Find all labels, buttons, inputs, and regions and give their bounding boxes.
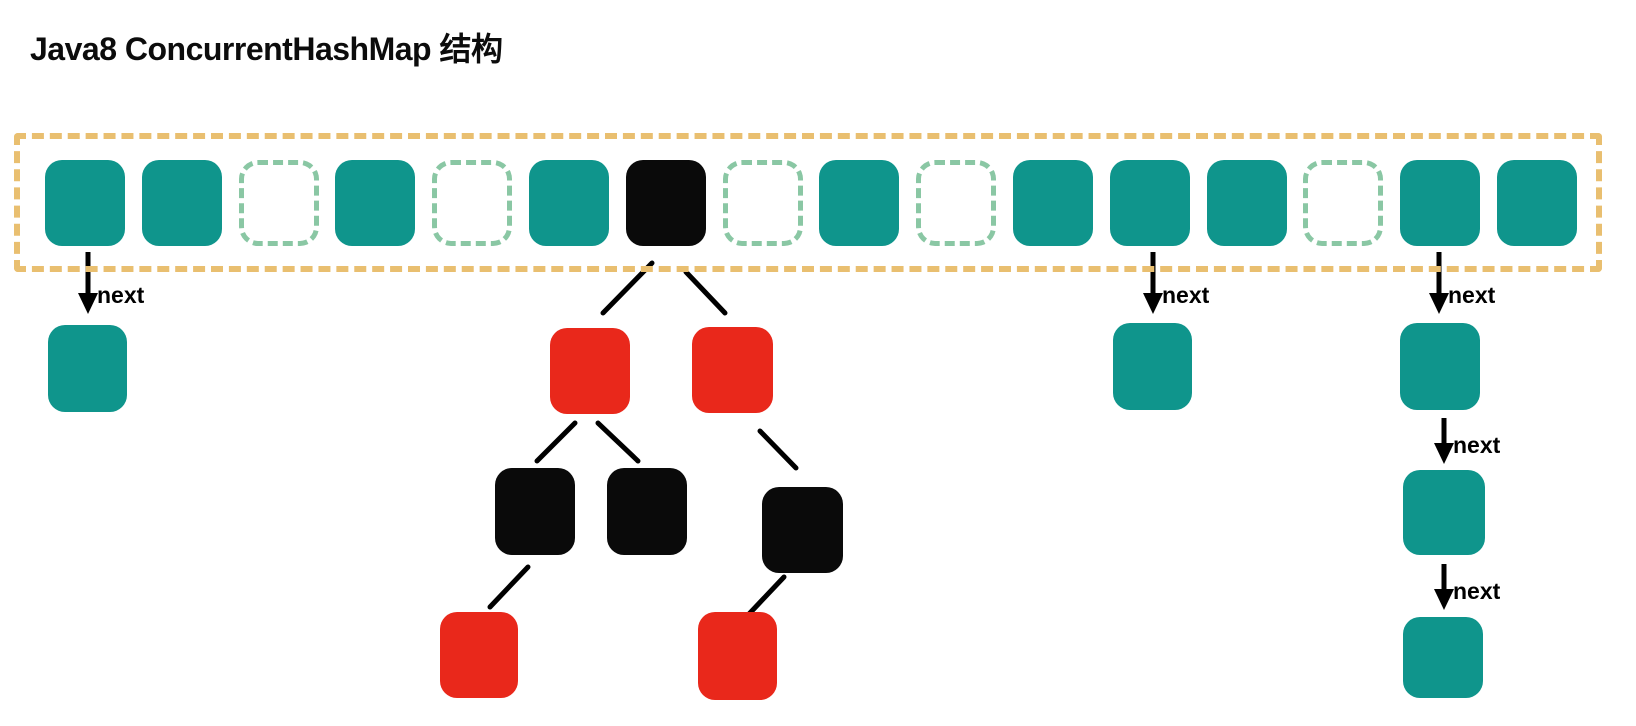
bucket-cell-4 bbox=[335, 160, 416, 246]
bucket-cell-16 bbox=[1497, 160, 1577, 246]
bucket-cell-9 bbox=[819, 160, 900, 246]
bucket-array-border bbox=[14, 133, 1602, 272]
list-b-node-1 bbox=[1113, 323, 1192, 410]
next-arrow-head-5 bbox=[1434, 589, 1454, 610]
list-c-node-2 bbox=[1403, 470, 1485, 555]
tree-edge-4 bbox=[595, 420, 641, 464]
tree-edge-3 bbox=[534, 420, 578, 464]
next-arrow-head-3 bbox=[1429, 293, 1449, 314]
tree-black-mid bbox=[607, 468, 687, 555]
next-arrow-head-1 bbox=[78, 293, 98, 314]
tree-edge-6 bbox=[487, 564, 531, 610]
tree-red-bottom-right bbox=[698, 612, 777, 700]
tree-edge-7 bbox=[746, 574, 787, 617]
next-label-4: next bbox=[1453, 432, 1501, 458]
list-c-node-1 bbox=[1400, 323, 1480, 410]
bucket-cell-6 bbox=[529, 160, 609, 246]
bucket-cell-8 bbox=[722, 160, 803, 246]
tree-red-right bbox=[692, 327, 773, 413]
bucket-cell-11 bbox=[1013, 160, 1093, 246]
bucket-cell-3 bbox=[238, 160, 319, 246]
tree-red-bottom-left bbox=[440, 612, 518, 698]
bucket-cell-1 bbox=[45, 160, 125, 246]
next-label-1: next bbox=[97, 282, 145, 308]
bucket-cell-5 bbox=[432, 160, 513, 246]
tree-edge-5 bbox=[757, 428, 799, 471]
bucket-cell-14 bbox=[1303, 160, 1384, 246]
next-label-3: next bbox=[1448, 282, 1496, 308]
list-c-node-3 bbox=[1403, 617, 1483, 698]
next-arrow-head-4 bbox=[1434, 443, 1454, 464]
bucket-cell-7 bbox=[625, 160, 706, 246]
diagram-title: Java8 ConcurrentHashMap 结构 bbox=[30, 31, 503, 67]
bucket-cell-13 bbox=[1206, 160, 1287, 246]
bucket-cell-15 bbox=[1400, 160, 1481, 246]
tree-red-left bbox=[550, 328, 630, 414]
tree-black-left bbox=[495, 468, 575, 555]
tree-edge-2 bbox=[683, 269, 728, 316]
bucket-cell-12 bbox=[1109, 160, 1190, 246]
next-arrow-head-2 bbox=[1143, 293, 1163, 314]
list-a-node-1 bbox=[48, 325, 127, 412]
bucket-cell-10 bbox=[916, 160, 997, 246]
bucket-cell-2 bbox=[141, 160, 222, 246]
next-label-2: next bbox=[1162, 282, 1210, 308]
next-label-5: next bbox=[1453, 578, 1501, 604]
tree-black-right bbox=[762, 487, 843, 573]
